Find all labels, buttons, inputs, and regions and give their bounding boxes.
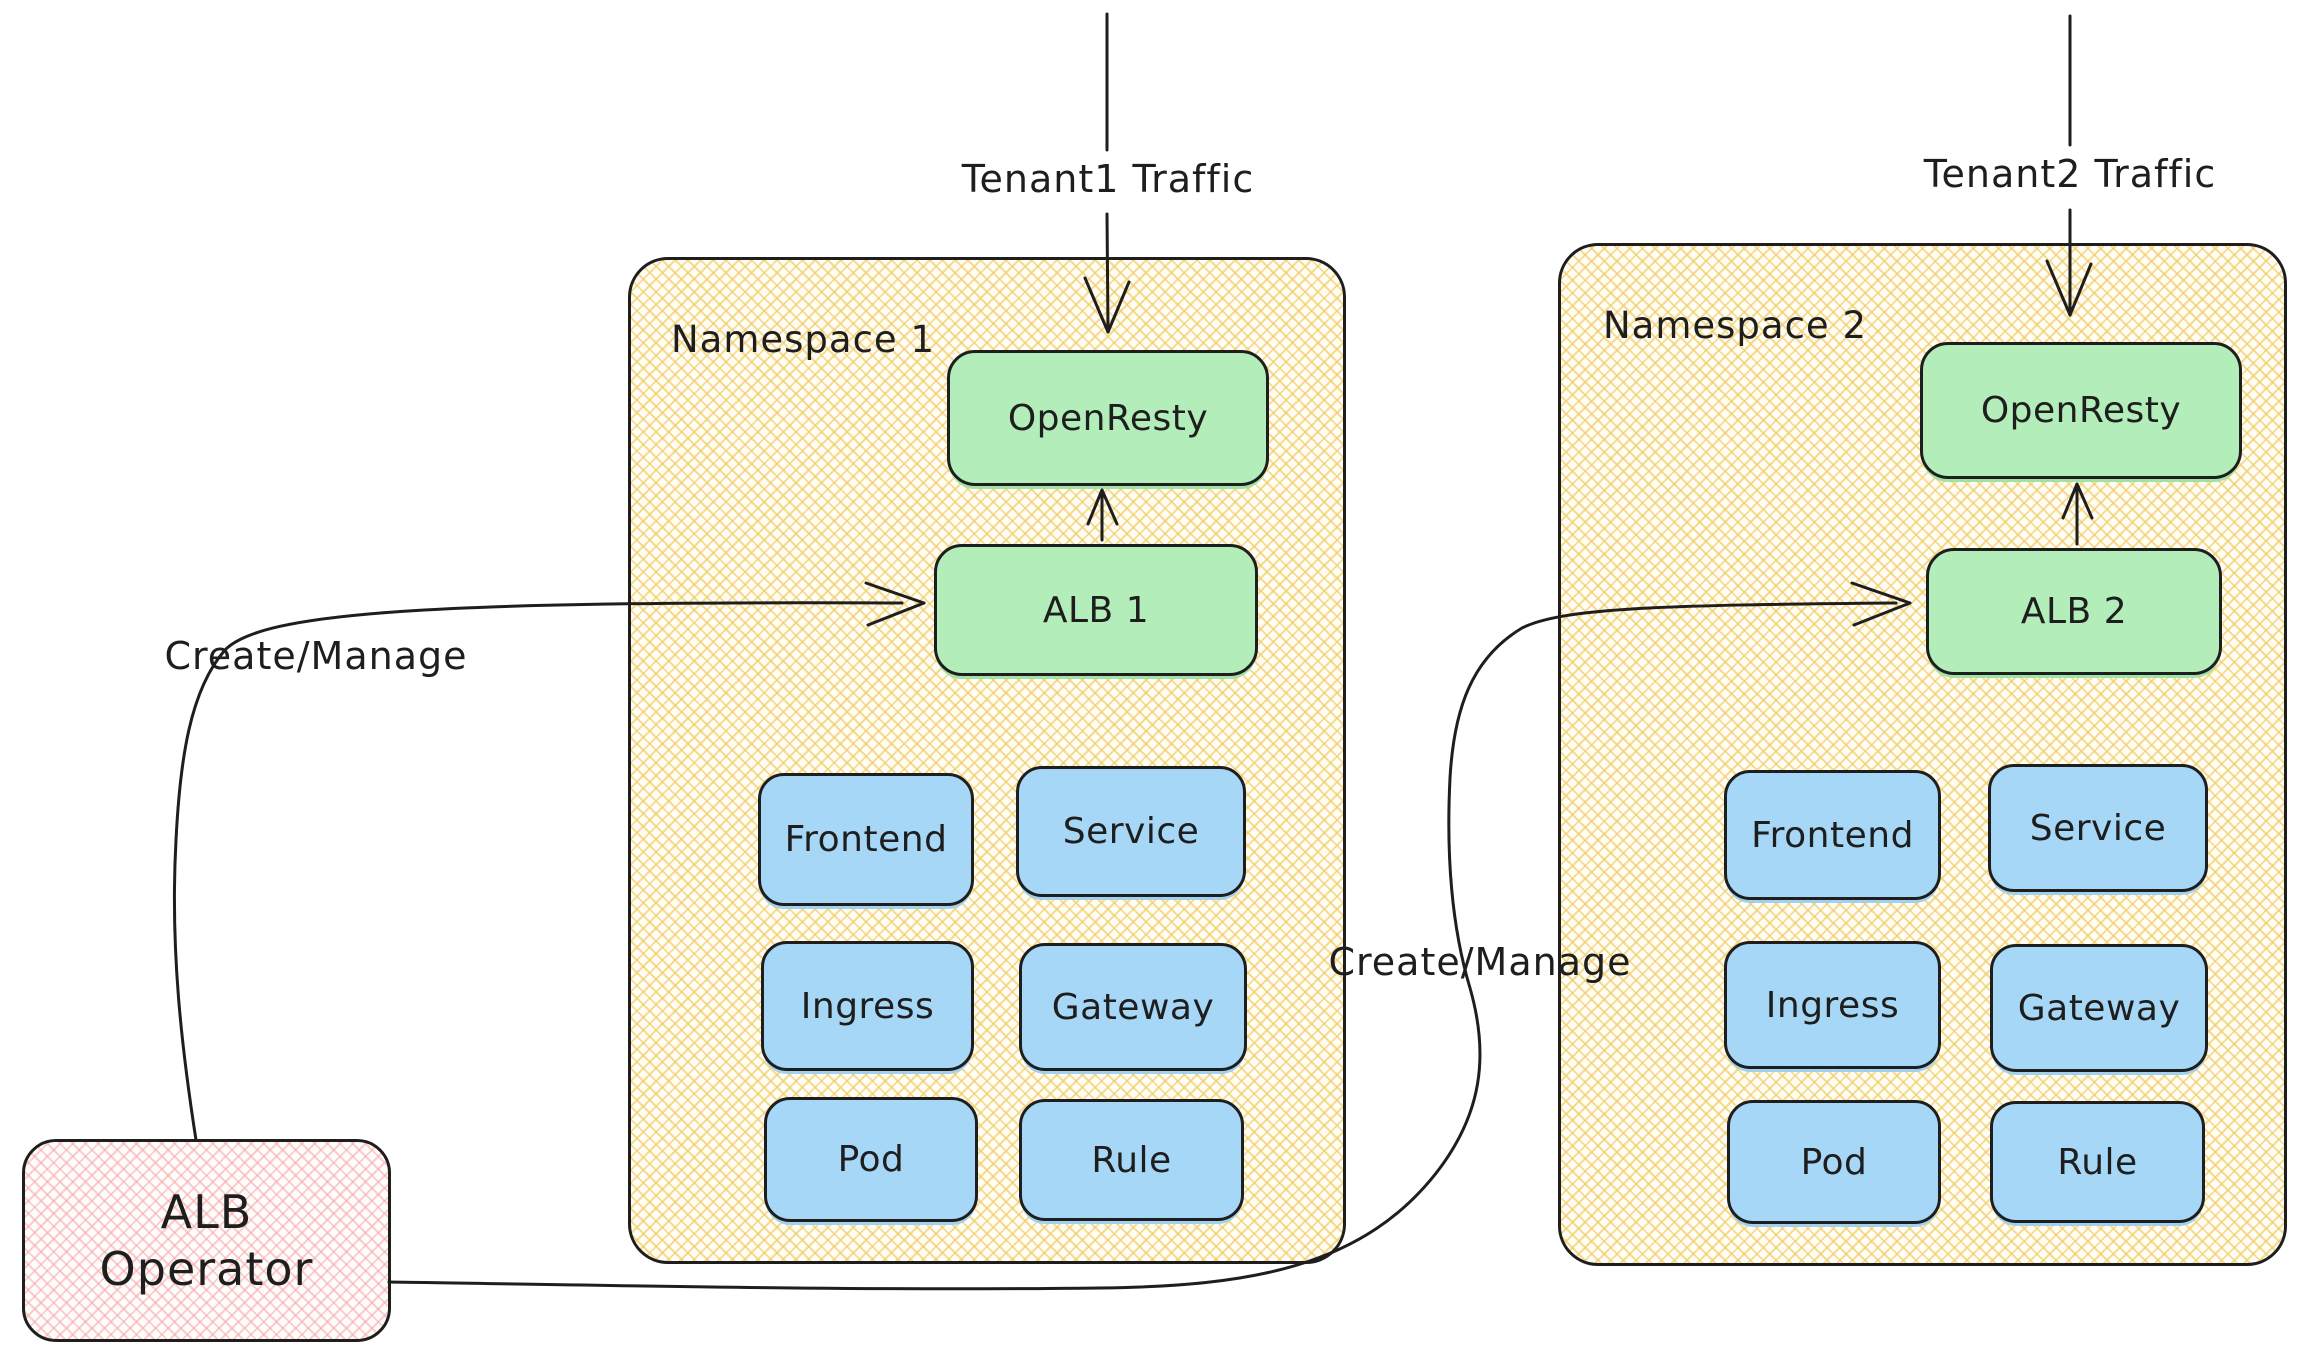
alb-1-label: ALB 1 bbox=[1042, 589, 1150, 631]
openresty-2-label: OpenResty bbox=[1980, 390, 2182, 431]
resource-box-ingress-ns1: Ingress bbox=[761, 941, 974, 1071]
resource-box-rule-ns2: Rule bbox=[1990, 1101, 2205, 1223]
create-manage-left-label: Create/Manage bbox=[164, 634, 468, 678]
resource-box-rule-ns1: Rule bbox=[1019, 1099, 1244, 1221]
tenant2-traffic-label: Tenant2 Traffic bbox=[1923, 152, 2217, 196]
resource-label: Service bbox=[1062, 811, 1200, 852]
resource-label: Ingress bbox=[1765, 984, 1900, 1026]
openresty-1-label: OpenResty bbox=[1007, 397, 1209, 439]
resource-box-gateway-ns1: Gateway bbox=[1019, 943, 1247, 1071]
alb-2-box: ALB 2 bbox=[1926, 548, 2222, 675]
alb-operator-label-line1: ALB bbox=[160, 1185, 253, 1240]
resource-box-ingress-ns2: Ingress bbox=[1724, 941, 1941, 1069]
resource-label: Rule bbox=[1091, 1139, 1172, 1181]
resource-box-service-ns2: Service bbox=[1988, 764, 2208, 892]
openresty-1-box: OpenResty bbox=[947, 350, 1269, 486]
resource-label: Ingress bbox=[800, 985, 935, 1027]
resource-label: Frontend bbox=[1751, 814, 1914, 856]
resource-box-pod-ns1: Pod bbox=[764, 1097, 978, 1222]
alb-operator-box: ALB Operator bbox=[22, 1139, 391, 1342]
tenant1-traffic-label: Tenant1 Traffic bbox=[961, 157, 1255, 201]
resource-label: Rule bbox=[2057, 1141, 2138, 1183]
alb-2-label: ALB 2 bbox=[2020, 591, 2128, 632]
alb-operator-label-line2: Operator bbox=[99, 1241, 314, 1296]
resource-box-service-ns1: Service bbox=[1016, 766, 1246, 897]
resource-label: Frontend bbox=[784, 819, 948, 860]
namespace-2-label: Namespace 2 bbox=[1603, 304, 1868, 347]
create-manage-right-label: Create/Manage bbox=[1328, 940, 1632, 984]
namespace-1-label: Namespace 1 bbox=[671, 318, 936, 361]
resource-box-gateway-ns2: Gateway bbox=[1990, 944, 2208, 1072]
resource-label: Gateway bbox=[2017, 987, 2181, 1029]
resource-box-frontend-ns1: Frontend bbox=[758, 773, 974, 906]
resource-label: Gateway bbox=[1051, 986, 1215, 1028]
openresty-2-box: OpenResty bbox=[1920, 342, 2242, 479]
resource-label: Pod bbox=[1800, 1141, 1868, 1183]
alb-1-box: ALB 1 bbox=[934, 544, 1258, 676]
resource-label: Pod bbox=[837, 1139, 905, 1180]
resource-box-pod-ns2: Pod bbox=[1727, 1100, 1941, 1224]
resource-label: Service bbox=[2029, 807, 2167, 849]
resource-box-frontend-ns2: Frontend bbox=[1724, 770, 1941, 900]
